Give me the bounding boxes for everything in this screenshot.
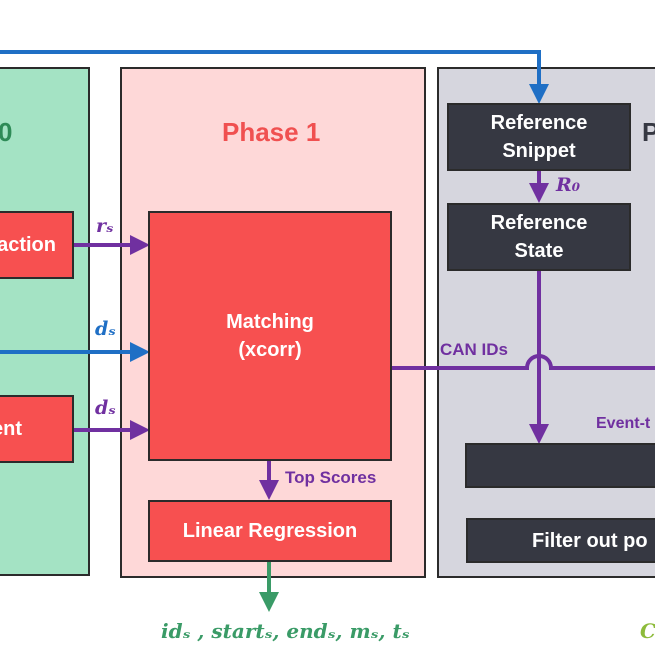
- phase0-top-box: action: [0, 211, 74, 279]
- top-scores-label: Top Scores: [285, 468, 377, 487]
- phase0-bottom-box: ent: [0, 395, 74, 463]
- r0-label: R₀: [556, 174, 581, 196]
- phase2-title: P: [642, 117, 655, 147]
- phase0-panel: [0, 67, 90, 576]
- event-label: Event-t: [596, 415, 651, 432]
- reference-snippet-box: Reference Snippet: [447, 103, 631, 171]
- blue-top-arrow: [0, 50, 549, 104]
- matching-box: Matching (xcorr): [148, 211, 392, 461]
- ds-top-label: dₛ: [95, 318, 116, 340]
- reference-state-box: Reference State: [447, 203, 631, 271]
- linear-regression-box: Linear Regression: [148, 500, 392, 562]
- phase0-title: 0: [0, 117, 13, 147]
- rs-label: rₛ: [96, 215, 114, 237]
- can-ids-line: [392, 354, 655, 370]
- event-box: [465, 443, 655, 488]
- phase1-output-label: idₛ , startₛ, endₛ, mₛ, tₛ: [161, 619, 410, 643]
- phase1-title: Phase 1: [222, 117, 321, 147]
- filter-box: Filter out po: [466, 518, 655, 563]
- phase2-output-label: C: [640, 619, 655, 643]
- can-ids-label: CAN IDs: [440, 340, 509, 359]
- ds-bottom-label: dₛ: [95, 397, 116, 419]
